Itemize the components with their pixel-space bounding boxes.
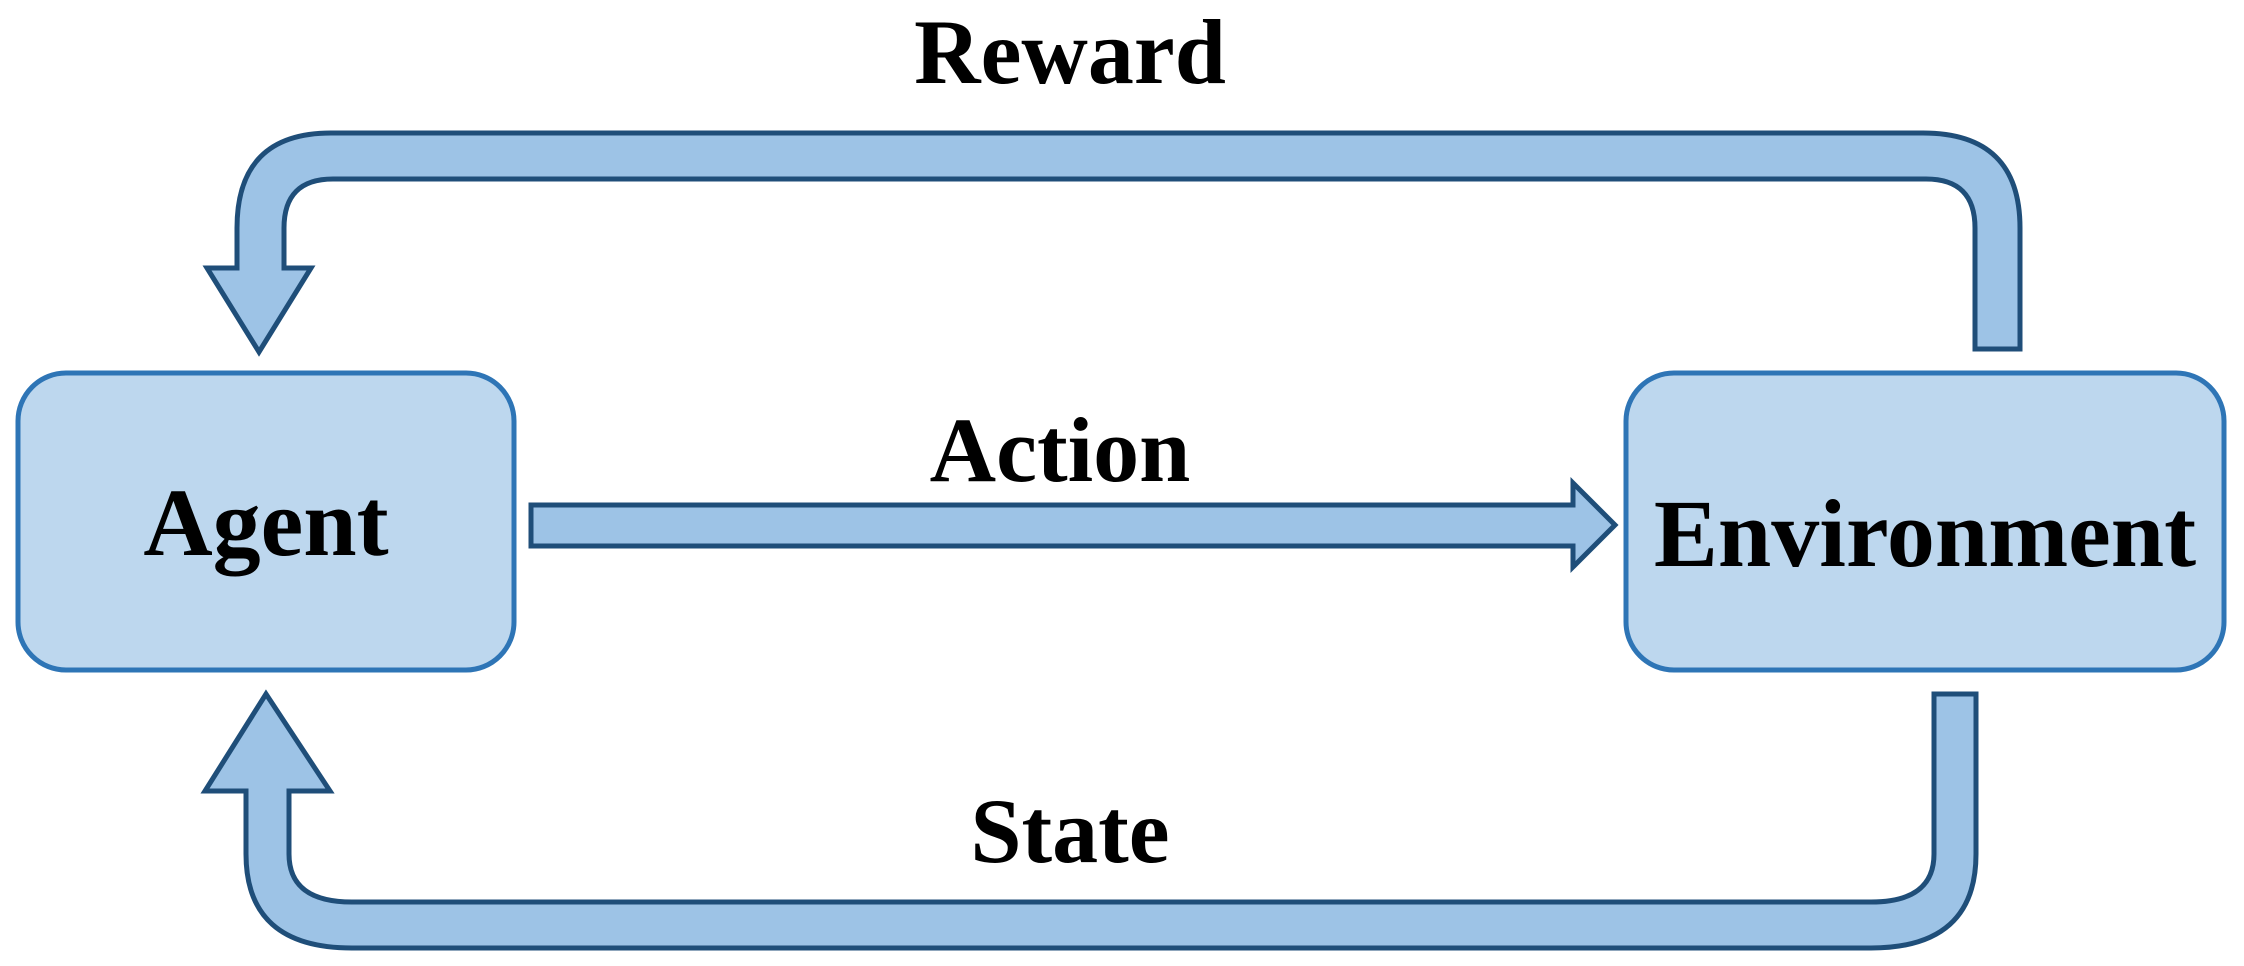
reward-arrow [202, 130, 2023, 357]
action-arrow [528, 476, 1619, 574]
agent-label: Agent [143, 469, 388, 576]
agent-node: Agent [15, 370, 517, 673]
environment-label: Environment [1654, 480, 2196, 587]
state-arrow [200, 689, 1979, 951]
reward-label: Reward [914, 1, 1226, 103]
environment-box [1623, 370, 2227, 673]
agent-box [15, 370, 517, 673]
state-label: State [970, 780, 1169, 882]
action-label: Action [930, 399, 1191, 501]
environment-node: Environment [1623, 370, 2227, 673]
